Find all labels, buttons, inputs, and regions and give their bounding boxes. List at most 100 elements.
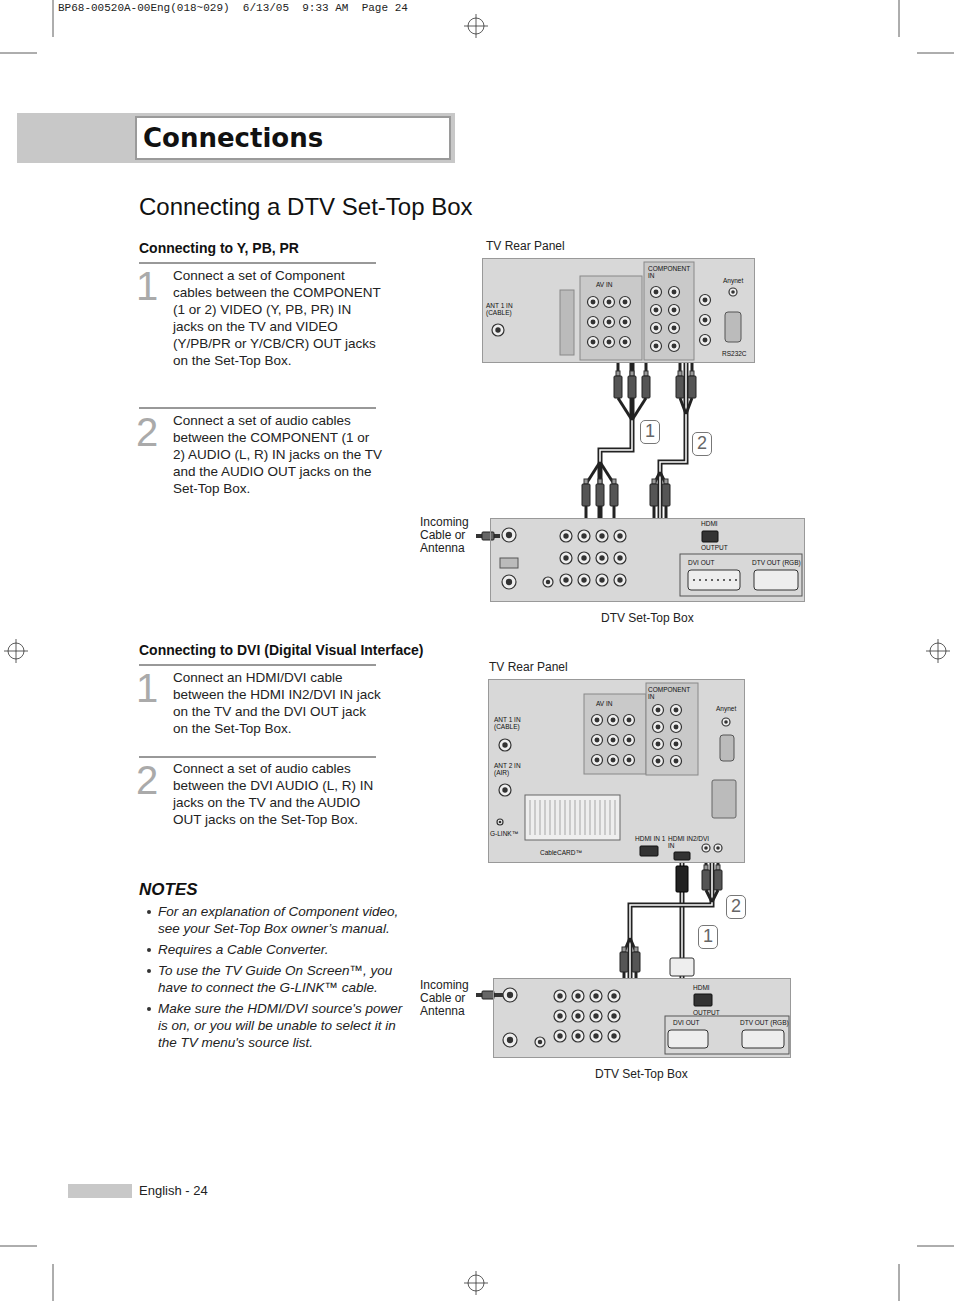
plug-tip [690, 371, 694, 376]
cable-plug [714, 870, 722, 890]
slot-fin [575, 800, 576, 835]
slot-fin [570, 800, 571, 835]
jack-center [593, 1013, 598, 1018]
jack [578, 574, 590, 586]
jack-center [703, 298, 708, 303]
crop-mark [53, 0, 54, 37]
cable-plug [642, 376, 650, 398]
jack-center [654, 326, 659, 331]
cable-plug [676, 376, 684, 398]
section-heading: Connecting to Y, PB, PR [139, 240, 459, 256]
slot-fin [585, 800, 586, 835]
plug-wire [599, 506, 602, 518]
jack [503, 1033, 517, 1047]
cable-plug [632, 952, 640, 972]
jack-center [502, 742, 507, 747]
plug-tip [584, 479, 588, 484]
cable-connector [600, 363, 632, 518]
note-text: Requires a Cable Converter. [158, 941, 403, 958]
note-text: Make sure the HDMI/DVI source's power is… [158, 1000, 403, 1051]
note-bullet [147, 969, 151, 973]
jack [572, 990, 584, 1002]
note-bullet [147, 1007, 151, 1011]
jack [592, 735, 603, 746]
callout-number: 1 [698, 925, 718, 949]
jack [624, 735, 635, 746]
jack-label: DTV OUT (RGB) [752, 559, 802, 566]
jack-center [599, 555, 604, 560]
panel-part [665, 1016, 789, 1054]
cable-plug [610, 484, 618, 506]
jack-center [623, 300, 628, 305]
note-text: For an explanation of Component video, s… [158, 903, 403, 937]
slot-fin [540, 800, 541, 835]
callout-number: 2 [692, 432, 712, 456]
plug-tip [634, 947, 638, 952]
jack-label: G-LINK™ [490, 830, 520, 837]
jack-center [656, 725, 661, 730]
jack-center [656, 742, 661, 747]
page-title: Connecting a DTV Set-Top Box [139, 193, 473, 221]
jack [620, 337, 631, 348]
jack [669, 341, 680, 352]
jack-center [703, 318, 708, 323]
jack [578, 552, 590, 564]
jack-center [617, 555, 622, 560]
callout-number: 2 [726, 895, 746, 919]
step-text: Connect a set of audio cables between th… [173, 760, 383, 828]
jack [578, 530, 590, 542]
jack [590, 1010, 602, 1022]
hdmi-port [640, 846, 658, 856]
slot-fin [580, 800, 581, 835]
jack-center [674, 759, 679, 764]
jack-center [607, 320, 612, 325]
jack-center [581, 555, 586, 560]
jack-center [672, 344, 677, 349]
plug-wire [613, 506, 616, 518]
stb-ground [490, 518, 805, 602]
jack [535, 1037, 545, 1047]
jack-center [716, 846, 720, 850]
jack [604, 297, 615, 308]
rgb-port [742, 1030, 784, 1048]
jack [700, 315, 711, 326]
plug-wire [705, 863, 708, 870]
cable-inner [660, 363, 686, 518]
hdmi-port [702, 531, 718, 542]
jack-center [654, 308, 659, 313]
jack [608, 990, 620, 1002]
jack-center [593, 1033, 598, 1038]
jack [671, 756, 682, 767]
jack [653, 722, 664, 733]
jack [572, 1010, 584, 1022]
jack [608, 1010, 620, 1022]
jack-center [611, 758, 616, 763]
slot-fin [615, 800, 616, 835]
fan-wire [618, 398, 632, 420]
slot-fin [610, 800, 611, 835]
port-pin [735, 579, 737, 581]
slot-fin [560, 800, 561, 835]
jack-center [724, 720, 728, 724]
jack [624, 715, 635, 726]
jack-center [599, 533, 604, 538]
jack-center [607, 300, 612, 305]
section-band: Connections [17, 113, 455, 163]
cable-outer [660, 363, 686, 518]
jack-center [595, 758, 600, 763]
panel-part [580, 276, 642, 360]
jack-label: COMPONENT IN [648, 686, 690, 700]
slot-fin [535, 800, 536, 835]
jack-label: RS232C [722, 350, 752, 357]
jack-center [672, 308, 677, 313]
jack [588, 317, 599, 328]
jack [604, 337, 615, 348]
cable-plug [650, 484, 658, 506]
section-rule [139, 408, 376, 409]
slot-fin [600, 800, 601, 835]
footer-bar [68, 1184, 132, 1198]
jack-center [656, 759, 661, 764]
jack [614, 530, 626, 542]
set-top-box-panel: DTV Set-Top Box [493, 978, 791, 1058]
